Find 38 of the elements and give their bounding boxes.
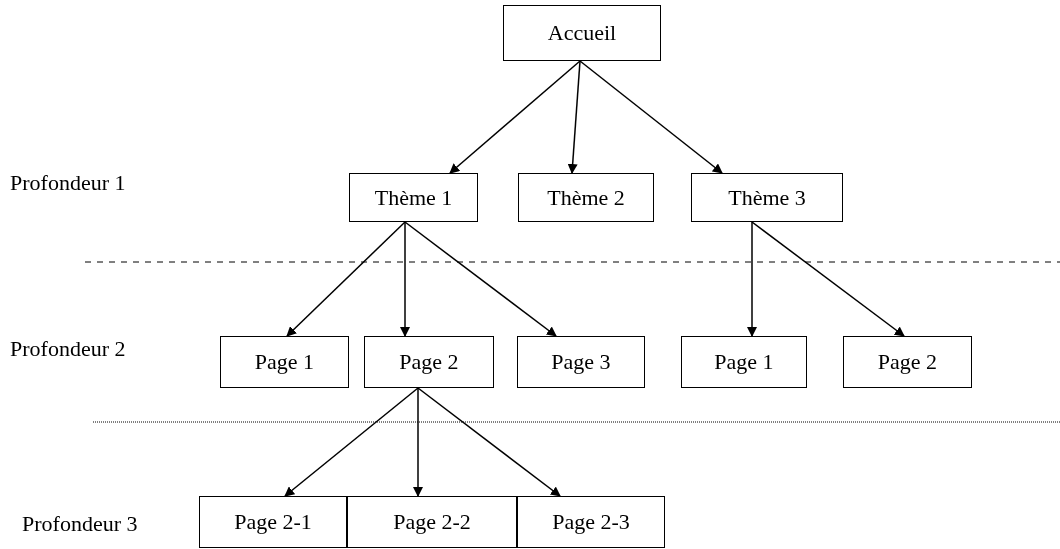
- page-box: [843, 336, 972, 388]
- arrow: [286, 221, 406, 337]
- depth-label: Profondeur 1: [10, 170, 126, 196]
- page-box: [681, 336, 807, 388]
- page-title: Accueil: [547, 20, 617, 46]
- arrow: [284, 387, 419, 497]
- page-box: [518, 173, 654, 222]
- page-box: [517, 336, 645, 388]
- page-title: Page 2-3: [552, 509, 630, 535]
- page-title: Thème 2: [547, 184, 625, 211]
- arrow: [400, 221, 410, 337]
- page-box: [503, 5, 661, 61]
- page-title: Page 3: [551, 349, 611, 375]
- arrow: [567, 60, 581, 174]
- page-box: [220, 336, 349, 388]
- page-title: Thème 3: [728, 184, 806, 211]
- depth-label: Profondeur 2: [10, 336, 126, 362]
- page-title: Page 2: [877, 349, 938, 375]
- page-box: [349, 173, 478, 222]
- arrow: [449, 60, 581, 174]
- page-box: [517, 496, 665, 548]
- page-title: Page 2: [399, 349, 459, 375]
- page-title: Thème 1: [374, 184, 453, 211]
- page-box: [691, 173, 843, 222]
- arrow: [579, 60, 723, 174]
- arrow: [747, 221, 757, 337]
- arrow: [751, 221, 905, 337]
- page-box: [347, 496, 517, 548]
- depth-label: Profondeur 3: [22, 511, 138, 537]
- page-box: [199, 496, 347, 548]
- arrow: [413, 387, 423, 497]
- arrow: [417, 387, 561, 497]
- page-title: Page 2-2: [393, 509, 471, 535]
- page-title: Page 1: [714, 349, 774, 375]
- page-title: Page 2-1: [234, 509, 312, 535]
- page-title: Page 1: [254, 349, 315, 375]
- page-box: [364, 336, 494, 388]
- arrow: [404, 221, 557, 337]
